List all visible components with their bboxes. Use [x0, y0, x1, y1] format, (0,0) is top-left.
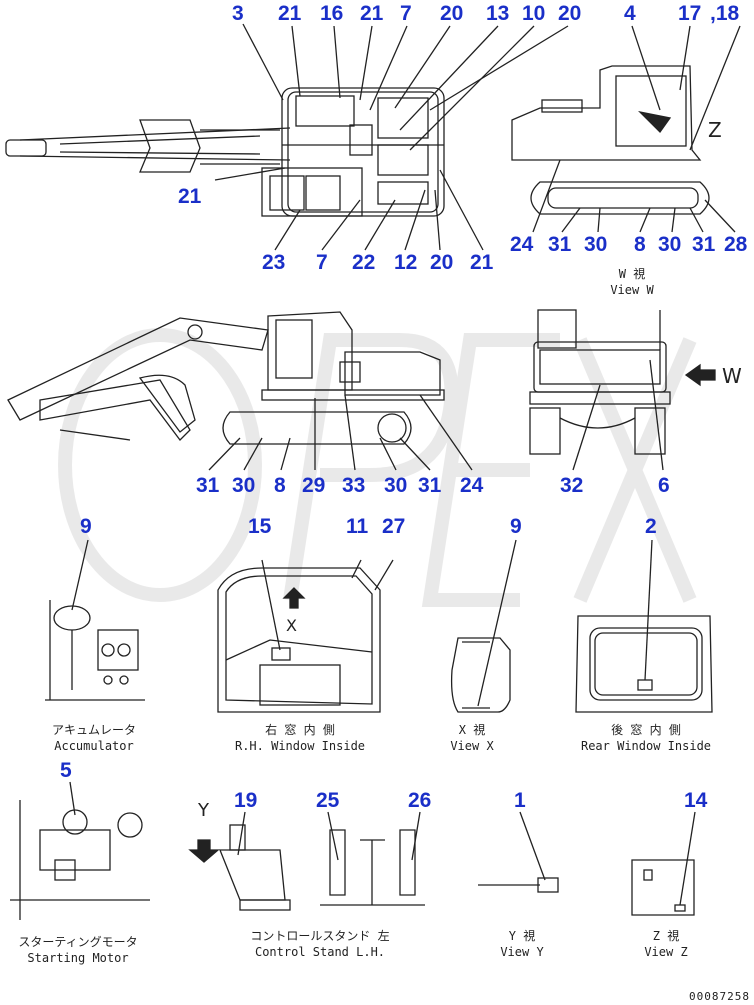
view-letter-z: Z	[708, 118, 722, 142]
rh-window-figure	[217, 559, 394, 713]
callout-12: 12	[394, 251, 418, 274]
callout-20: 20	[440, 2, 464, 25]
callout-13: 13	[486, 2, 510, 25]
view-z-figure	[631, 811, 696, 916]
callout-30: 30	[384, 474, 408, 497]
callout-10: 10	[522, 2, 546, 25]
callout-28: 28	[724, 233, 748, 256]
document-number: 00087258	[689, 990, 750, 1003]
callout-11: 11	[346, 515, 369, 538]
callout-14: 14	[684, 789, 708, 812]
callout-7: 7	[400, 2, 412, 25]
callout-23: 23	[262, 251, 286, 274]
callout-29: 29	[302, 474, 326, 497]
callout-19: 19	[234, 789, 258, 812]
callout-2: 2	[645, 515, 657, 538]
callout-24: 24	[510, 233, 534, 256]
callout-4: 4	[624, 2, 636, 25]
callout-33: 33	[342, 474, 366, 497]
side-view-machine	[7, 311, 473, 471]
callout-25: 25	[316, 789, 340, 812]
callout-21: 21	[360, 2, 384, 25]
callout-5: 5	[60, 759, 72, 782]
callout-31: 31	[548, 233, 572, 256]
callout-3: 3	[232, 2, 244, 25]
callout-20: 20	[430, 251, 454, 274]
callout-17: 17	[678, 2, 702, 25]
view-letter-y: Y	[198, 800, 209, 821]
callout-8: 8	[634, 233, 646, 256]
control-stand-figure	[188, 811, 425, 911]
callout-31: 31	[692, 233, 716, 256]
callout-9: 9	[80, 515, 92, 538]
top-view-machine	[5, 23, 569, 251]
callout-31: 31	[196, 474, 220, 497]
callout-18: ,18	[710, 2, 740, 25]
view-letter-x: X	[286, 616, 297, 635]
rear-view-machine	[529, 309, 716, 471]
view-w-machine	[511, 25, 741, 233]
callout-16: 16	[320, 2, 344, 25]
starting-motor-figure	[10, 781, 150, 920]
callout-9: 9	[510, 515, 522, 538]
callout-21: 21	[470, 251, 494, 274]
view-x-figure	[450, 539, 517, 713]
callout-1: 1	[514, 789, 526, 812]
callout-6: 6	[658, 474, 670, 497]
callout-21: 21	[278, 2, 302, 25]
view-letter-w: W	[722, 364, 742, 388]
callout-32: 32	[560, 474, 584, 497]
callout-30: 30	[658, 233, 682, 256]
accumulator-figure	[45, 539, 145, 701]
callout-8: 8	[274, 474, 286, 497]
view-y-figure	[478, 811, 559, 893]
callout-22: 22	[352, 251, 376, 274]
callout-31: 31	[418, 474, 442, 497]
callout-24: 24	[460, 474, 484, 497]
callout-27: 27	[382, 515, 406, 538]
callout-7: 7	[316, 251, 328, 274]
rear-window-figure	[575, 539, 713, 713]
callout-21: 21	[178, 185, 202, 208]
callout-30: 30	[584, 233, 608, 256]
opex-watermark	[58, 328, 697, 607]
callout-20: 20	[558, 2, 582, 25]
callout-26: 26	[408, 789, 432, 812]
callout-15: 15	[248, 515, 272, 538]
callout-30: 30	[232, 474, 256, 497]
